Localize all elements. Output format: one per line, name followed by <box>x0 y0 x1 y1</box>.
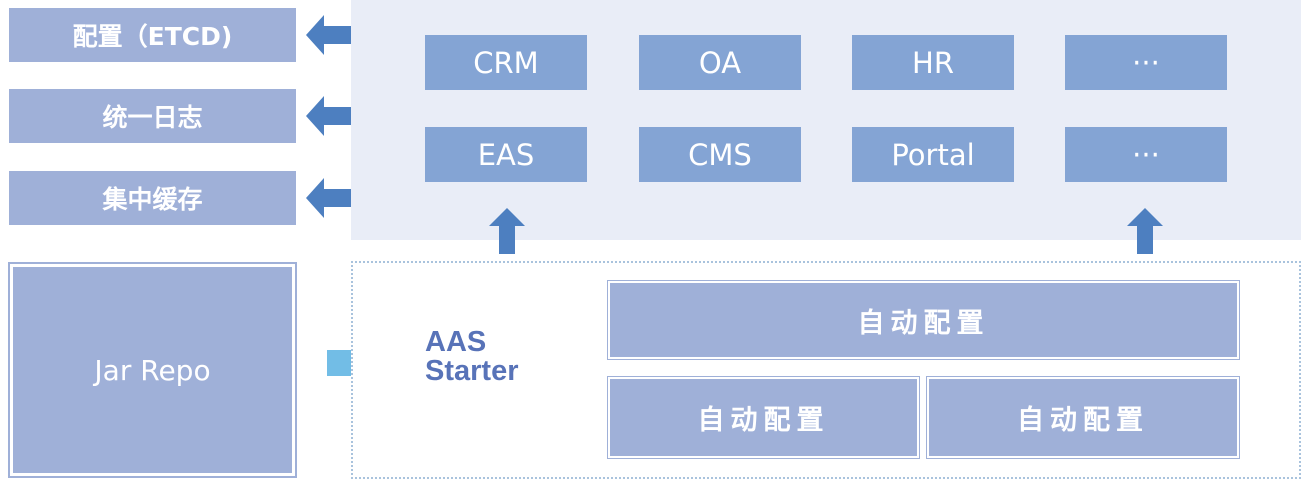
config-etcd-label: 配置（ETCD) <box>72 22 233 51</box>
app-box-cms: CMS <box>639 127 801 182</box>
starter-label-line-1: AAS <box>425 326 487 358</box>
auto-config-box-top: 自动配置 <box>607 280 1240 360</box>
app-box-more-2: ··· <box>1065 127 1227 182</box>
auto-config-label: 自动配置 <box>1017 405 1149 436</box>
app-label: CRM <box>473 45 539 80</box>
unified-log-box: 统一日志 <box>9 89 296 143</box>
app-label: OA <box>698 45 742 80</box>
app-box-more-1: ··· <box>1065 35 1227 90</box>
app-label: ··· <box>1132 137 1160 172</box>
starter-label-line-2: Starter <box>425 355 519 387</box>
auto-config-label: 自动配置 <box>697 405 830 436</box>
app-box-crm: CRM <box>425 35 587 90</box>
app-label: ··· <box>1132 45 1160 80</box>
central-cache-box: 集中缓存 <box>9 171 296 225</box>
jar-repo-label: Jar Repo <box>94 353 211 387</box>
aas-starter-label: AAS Starter <box>425 328 565 386</box>
auto-config-box-left: 自动配置 <box>607 376 920 459</box>
auto-config-box-right: 自动配置 <box>926 376 1240 459</box>
unified-log-label: 统一日志 <box>102 103 203 132</box>
app-label: EAS <box>477 137 535 172</box>
jar-repo-box: Jar Repo <box>13 267 292 473</box>
app-box-portal: Portal <box>852 127 1014 182</box>
app-label: HR <box>912 45 954 80</box>
up-arrow-icon <box>489 208 525 254</box>
app-label: Portal <box>891 137 975 172</box>
app-box-hr: HR <box>852 35 1014 90</box>
app-box-oa: OA <box>639 35 801 90</box>
jar-repo-frame: Jar Repo <box>8 262 297 478</box>
central-cache-label: 集中缓存 <box>102 185 203 214</box>
app-box-eas: EAS <box>425 127 587 182</box>
auto-config-label: 自动配置 <box>857 307 990 339</box>
config-etcd-box: 配置（ETCD) <box>9 8 296 62</box>
up-arrow-icon <box>1127 208 1163 254</box>
app-label: CMS <box>688 137 752 172</box>
